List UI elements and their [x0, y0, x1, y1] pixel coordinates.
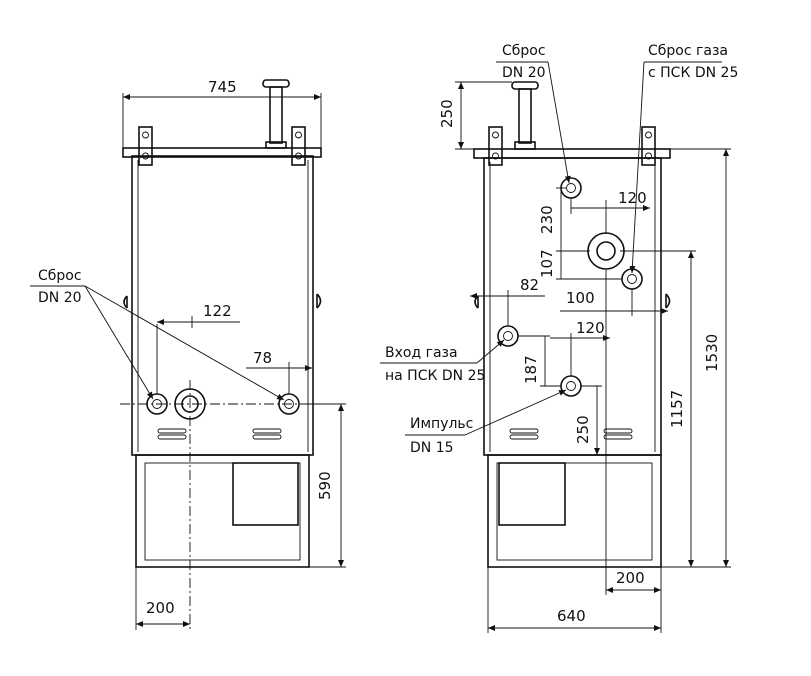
right-psk-label-line2: с ПСК DN 25 [648, 65, 738, 81]
dim-200-left: 200 [146, 599, 175, 617]
dim-745: 745 [208, 78, 237, 96]
dim-122: 122 [203, 302, 232, 320]
right-lug-left [488, 126, 503, 166]
right-vent-pipe [511, 81, 539, 150]
dim-82: 82 [520, 276, 539, 294]
right-base-frame [487, 454, 662, 568]
left-vent-label-line1: Сброс [38, 268, 82, 284]
left-main-nozzle [174, 388, 206, 420]
right-psk-label-line1: Сброс газа [648, 43, 728, 59]
right-impulse-label-line1: Импульс [410, 416, 473, 432]
right-view: 250 1530 1157 120 230 107 82 100 120 [380, 43, 738, 633]
dim-590: 590 [316, 471, 334, 500]
left-roof-plate [122, 147, 322, 158]
right-roof-plate [473, 148, 671, 159]
left-handle-left [123, 295, 128, 309]
dim-200-right: 200 [616, 569, 645, 587]
dim-100: 100 [566, 289, 595, 307]
left-handle-right [316, 293, 322, 309]
dim-250-lower: 250 [574, 415, 592, 444]
right-inlet-label-line2: на ПСК DN 25 [385, 368, 485, 384]
dim-78: 78 [253, 349, 272, 367]
dim-250-top: 250 [438, 99, 456, 128]
dim-1157: 1157 [668, 390, 686, 428]
right-handle-left [474, 295, 479, 309]
dim-120-top: 120 [618, 189, 647, 207]
dim-107: 107 [538, 249, 556, 278]
right-impulse-nozzle [560, 375, 582, 397]
left-lug-right [291, 126, 306, 166]
right-vent-label-line2: DN 20 [502, 65, 546, 81]
right-main-nozzle [587, 232, 625, 270]
right-handle-right [665, 293, 671, 309]
right-lug-right [641, 126, 656, 166]
right-inlet-label: Вход газа на ПСК DN 25 [380, 339, 505, 384]
dim-230: 230 [538, 205, 556, 234]
right-inlet-label-line1: Вход газа [385, 345, 458, 361]
right-psk-label: Сброс газа с ПСК DN 25 [629, 43, 738, 274]
dim-120-lower: 120 [576, 319, 605, 337]
left-vent-pipe [262, 79, 290, 149]
right-impulse-label: Импульс DN 15 [405, 389, 567, 456]
left-vent-label: Сброс DN 20 [30, 268, 285, 401]
left-vent-label-line2: DN 20 [38, 290, 82, 306]
left-lug-left [138, 126, 153, 166]
left-louvres [157, 428, 282, 440]
dim-1530: 1530 [703, 334, 721, 372]
right-vent-label-line1: Сброс [502, 43, 546, 59]
left-view: 745 122 78 590 200 Сброс DN 20 [30, 78, 346, 630]
dim-187: 187 [522, 355, 540, 384]
dim-640: 640 [557, 607, 586, 625]
right-vent-label: Сброс DN 20 [496, 43, 571, 184]
left-base-frame [135, 454, 310, 568]
right-louvres [509, 428, 633, 440]
right-impulse-label-line2: DN 15 [410, 440, 454, 456]
